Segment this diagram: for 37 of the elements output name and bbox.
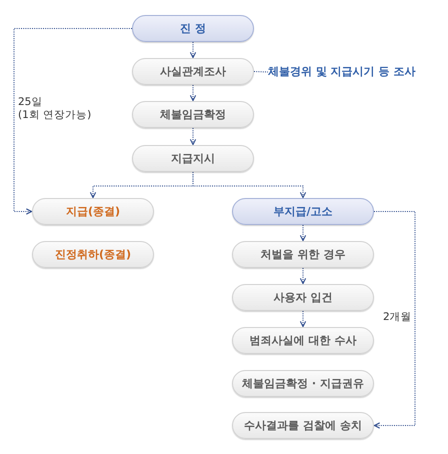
process-box [232, 412, 374, 439]
process-box [232, 241, 374, 268]
process-box [232, 284, 374, 311]
process-box [232, 327, 374, 354]
step-label: 지급지시 [171, 152, 215, 166]
process-box [32, 241, 154, 268]
arrow [190, 128, 196, 146]
process-box [132, 58, 254, 85]
step-label: 진 정 [180, 22, 206, 36]
process-box [132, 101, 254, 128]
arrow [192, 172, 306, 198]
edge-label: 2개월 [383, 311, 412, 324]
process-box [132, 15, 254, 42]
step-label: 지급(종결) [66, 204, 120, 218]
step-label: 체불임금확정 · 지급권유 [242, 376, 364, 390]
arrow [190, 42, 196, 58]
step-label: 수사결과를 검찰에 송치 [244, 418, 362, 432]
arrow [300, 268, 306, 284]
annotation-text: 체불경위 및 지급시기 등 조사 [268, 64, 416, 80]
edge-label: 25일 (1회 연장가능) [18, 96, 92, 122]
step-label: 사용자 입건 [274, 290, 332, 304]
step-label: 부지급/고소 [273, 204, 333, 218]
step-label: 체불임금확정 [160, 108, 226, 122]
step-label: 사실관계조사 [160, 64, 226, 78]
arrow [300, 310, 306, 328]
leader-line [254, 71, 268, 72]
process-box [232, 198, 374, 225]
arrow [190, 84, 196, 102]
arrow [374, 211, 416, 429]
process-box [232, 370, 374, 397]
step-label: 범죄사실에 대한 수사 [250, 334, 356, 348]
process-box [132, 145, 254, 172]
arrow [14, 28, 132, 215]
arrow [300, 224, 306, 242]
process-box [32, 198, 154, 225]
step-label: 처벌을 위한 경우 [260, 248, 346, 262]
step-label: 진정취하(종결) [54, 248, 132, 262]
